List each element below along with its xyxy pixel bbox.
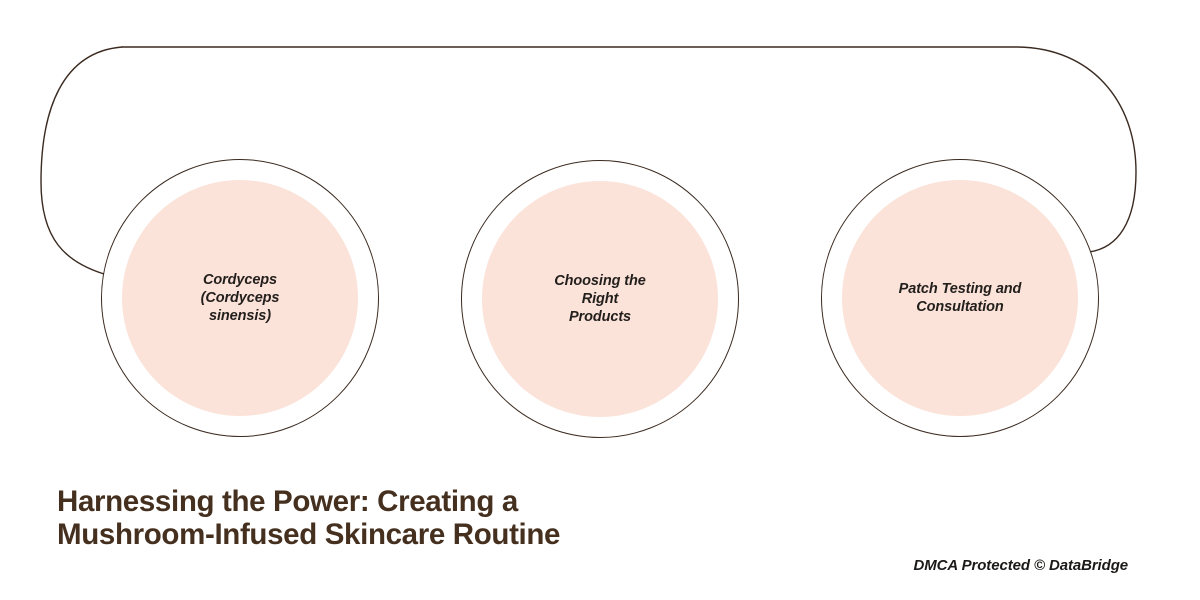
track-outline-left-path: [40, 46, 123, 275]
node-disc: Patch Testing and Consultation: [842, 180, 1078, 416]
node-label: Patch Testing and Consultation: [898, 281, 1022, 315]
page-title: Harnessing the Power: Creating a Mushroo…: [57, 485, 561, 551]
node-disc: Cordyceps (Cordyceps sinensis): [122, 180, 358, 416]
track-outline-path: [121, 46, 1137, 253]
diagram-node-patch-testing-consultation[interactable]: Patch Testing and Consultation: [821, 159, 1099, 437]
node-label: Cordyceps (Cordyceps sinensis): [200, 272, 280, 324]
diagram-node-choosing-right-products[interactable]: Choosing the Right Products: [461, 160, 739, 438]
footer-credit: DMCA Protected © DataBridge: [913, 557, 1129, 574]
diagram-node-cordyceps[interactable]: Cordyceps (Cordyceps sinensis): [101, 159, 379, 437]
node-disc: Choosing the Right Products: [482, 181, 718, 417]
node-label: Choosing the Right Products: [554, 273, 646, 325]
